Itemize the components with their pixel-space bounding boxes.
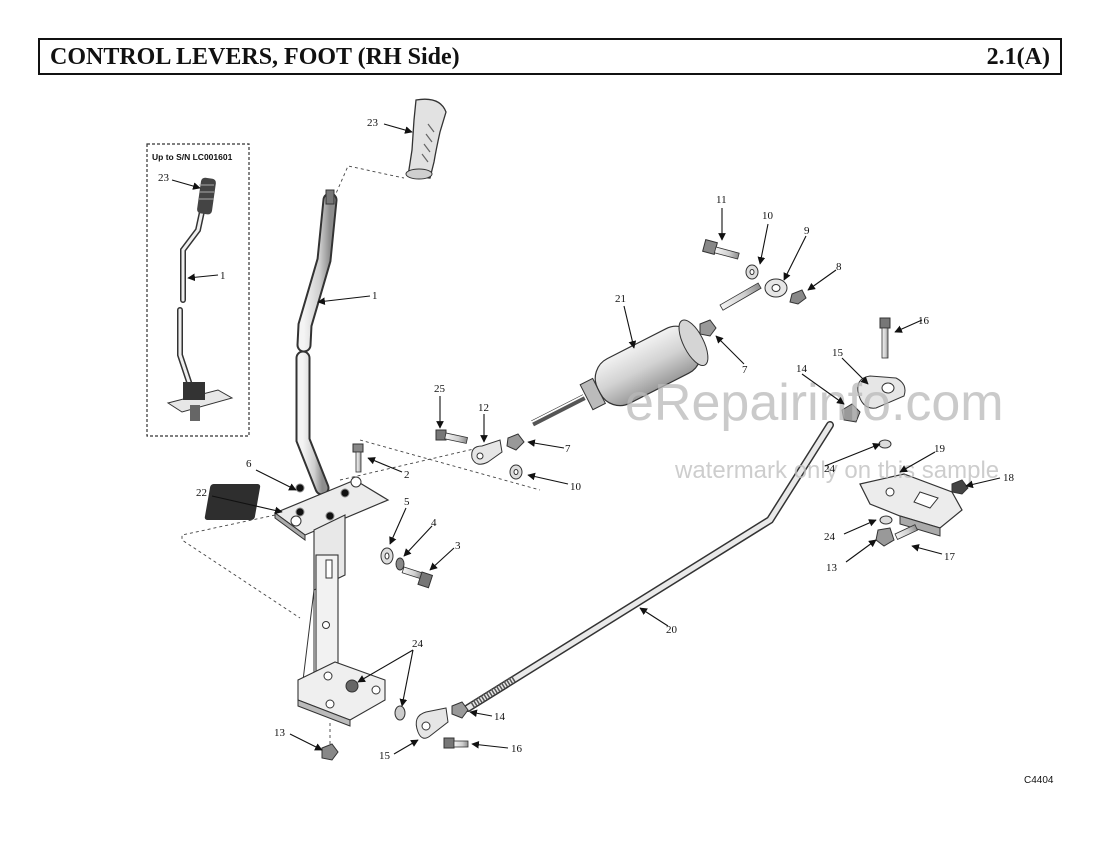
callout-23-main: 23 xyxy=(367,117,379,129)
callout-16-top: 16 xyxy=(918,315,930,327)
callout-labels: 23 1 23 1 11 10 9 8 21 7 16 15 14 25 12 … xyxy=(158,117,1015,762)
section-number: 2.1(A) xyxy=(986,44,1050,70)
callout-10-top: 10 xyxy=(762,210,774,222)
damper-cylinder xyxy=(531,319,709,427)
right-linkage xyxy=(841,317,969,547)
callout-22: 22 xyxy=(196,487,207,499)
page-title: CONTROL LEVERS, FOOT (RH Side) xyxy=(50,44,460,70)
callout-1-main: 1 xyxy=(372,290,378,302)
rod-end-middle xyxy=(435,429,525,480)
bolt-2 xyxy=(352,443,364,473)
callout-18: 18 xyxy=(1003,472,1015,484)
inset-border xyxy=(146,143,250,437)
callout-3: 3 xyxy=(455,540,461,552)
watermark-main: eRepairinfo.com xyxy=(625,374,1004,432)
rod-end-top xyxy=(699,239,807,337)
callout-7-top: 7 xyxy=(742,364,748,376)
callout-14-bottom: 14 xyxy=(494,711,506,723)
inset-serial-label: Up to S/N LC001601 xyxy=(152,152,233,162)
callout-2: 2 xyxy=(404,469,410,481)
lever-base xyxy=(181,439,541,750)
callout-11: 11 xyxy=(716,194,727,206)
hardware-3-4-5 xyxy=(380,547,434,589)
lever-grip xyxy=(333,98,447,199)
callout-arrows xyxy=(171,123,1001,755)
callout-1-inset: 1 xyxy=(220,270,226,282)
main-lever xyxy=(295,189,338,496)
callout-24-bottom: 24 xyxy=(412,638,424,650)
callout-8: 8 xyxy=(836,261,842,273)
callout-12: 12 xyxy=(478,402,489,414)
watermark: eRepairinfo.com watermark only on this s… xyxy=(625,374,1004,484)
callout-21: 21 xyxy=(615,293,626,305)
callout-24-right: 24 xyxy=(824,463,836,475)
callout-10-mid: 10 xyxy=(570,481,582,493)
title-bar: CONTROL LEVERS, FOOT (RH Side) 2.1(A) xyxy=(38,38,1062,75)
callout-14-top: 14 xyxy=(796,363,808,375)
callout-6: 6 xyxy=(246,458,252,470)
inset-knob xyxy=(197,177,216,215)
callout-16-bottom: 16 xyxy=(511,743,523,755)
drawing-code: C4404 xyxy=(1024,775,1054,786)
callout-15-bottom: 15 xyxy=(379,750,391,762)
callout-25: 25 xyxy=(434,383,446,395)
callout-24-right2: 24 xyxy=(824,531,836,543)
callout-15-top: 15 xyxy=(832,347,844,359)
inset-panel: Up to S/N LC001601 xyxy=(146,143,250,437)
inset-boot xyxy=(183,382,205,400)
callout-17: 17 xyxy=(944,551,956,563)
callout-13-right: 13 xyxy=(826,562,838,574)
callout-13-left: 13 xyxy=(274,727,286,739)
callout-5: 5 xyxy=(404,496,410,508)
callout-20: 20 xyxy=(666,624,678,636)
callout-23-inset: 23 xyxy=(158,172,170,184)
callout-7-mid: 7 xyxy=(565,443,571,455)
rod-end-bottom xyxy=(321,705,469,761)
callout-19: 19 xyxy=(934,443,946,455)
connecting-rod xyxy=(451,421,834,719)
callout-9: 9 xyxy=(804,225,810,237)
callout-4: 4 xyxy=(431,517,437,529)
